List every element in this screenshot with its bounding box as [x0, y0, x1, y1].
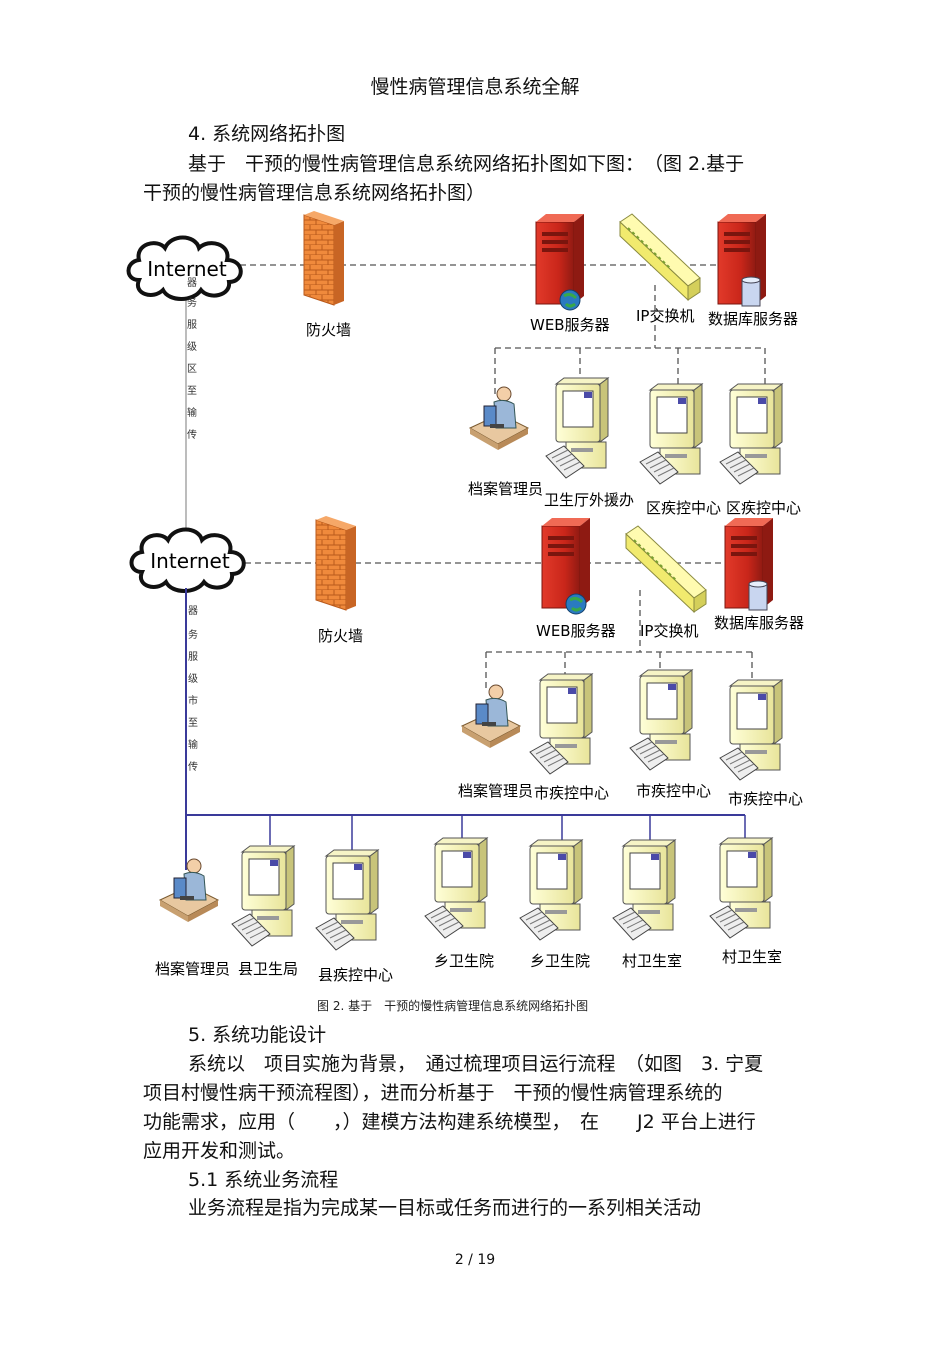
- svg-text:器: 器: [188, 605, 198, 617]
- page-number: 2 / 19: [454, 1252, 496, 1268]
- svg-text:务: 务: [187, 296, 197, 309]
- computer-icon: [424, 837, 488, 939]
- county-cdc-label: 县疾控中心: [318, 966, 393, 984]
- svg-text:服: 服: [187, 319, 197, 331]
- computer-icon: [719, 679, 783, 781]
- svg-text:级: 级: [187, 341, 197, 353]
- township-hospital-label: 乡卫生院: [530, 952, 590, 970]
- computer-icon: [612, 839, 676, 941]
- web-server-label: WEB服务器: [530, 316, 610, 334]
- section-4-heading: 4. 系统网络拓扑图: [188, 123, 346, 145]
- archivist-icon: [461, 684, 521, 749]
- district-cdc-label: 区疾控中心: [726, 499, 801, 517]
- city-cdc-label: 市疾控中心: [728, 790, 803, 808]
- svg-text:器: 器: [187, 277, 197, 289]
- firewall-label: 防火墙: [306, 321, 351, 339]
- bottom-vertical-link-label: 器 务 服 级 市 至 输 传: [188, 605, 198, 773]
- section-4-paragraph-line-1: 基于 干预的慢性病管理信息系统网络拓扑图如下图： （图 2.基于: [188, 153, 745, 175]
- village-clinic-label: 村卫生室: [722, 948, 782, 966]
- ip-switch-icon: [619, 213, 701, 301]
- computer-icon: [231, 845, 295, 947]
- svg-text:务: 务: [188, 628, 198, 641]
- svg-text:至: 至: [188, 717, 198, 729]
- ip-switch-icon: [625, 525, 707, 613]
- web-server-icon: [534, 212, 586, 312]
- database-server-icon: [724, 517, 774, 611]
- web-server-icon: [540, 516, 592, 616]
- city-cdc-label: 市疾控中心: [534, 784, 609, 802]
- dept-aid-office-label: 卫生厅外援办: [544, 491, 634, 509]
- section-4-paragraph-line-2: 干预的慢性病管理信息系统网络拓扑图）: [143, 182, 486, 204]
- svg-text:服: 服: [188, 651, 198, 663]
- firewall-icon: [303, 210, 345, 306]
- database-server-label: 数据库服务器: [714, 614, 804, 632]
- computer-icon: [545, 377, 609, 479]
- svg-text:至: 至: [187, 385, 197, 397]
- computer-icon: [519, 839, 583, 941]
- computer-icon: [709, 837, 773, 939]
- svg-text:传: 传: [188, 761, 198, 773]
- section-5-paragraph-line-1: 系统以 项目实施为背景， 通过梳理项目运行流程 （如图 3. 宁夏: [188, 1053, 764, 1075]
- svg-text:输: 输: [187, 406, 197, 419]
- computer-icon: [529, 673, 593, 775]
- internet-label: Internet: [150, 549, 230, 573]
- section-5-paragraph-line-4: 应用开发和测试。: [143, 1140, 296, 1162]
- svg-text:区: 区: [187, 363, 197, 375]
- database-server-label: 数据库服务器: [708, 310, 798, 328]
- ip-switch-label: IP交换机: [640, 622, 698, 640]
- section-5-1-heading: 5.1 系统业务流程: [188, 1169, 339, 1191]
- archivist-label: 档案管理员: [458, 782, 533, 800]
- computer-icon: [629, 669, 693, 771]
- figure-caption: 图 2. 基于 干预的慢性病管理信息系统网络拓扑图: [317, 999, 589, 1013]
- page-header: 慢性病管理信息系统全解: [370, 76, 580, 98]
- county-health-bureau-label: 县卫生局: [238, 960, 298, 978]
- computer-icon: [639, 383, 703, 485]
- computer-icon: [719, 383, 783, 485]
- city-cdc-label: 市疾控中心: [636, 782, 711, 800]
- internet-label: Internet: [147, 257, 227, 281]
- archivist-label: 档案管理员: [155, 960, 230, 978]
- section-5-1-paragraph-line-1: 业务流程是指为完成某一目标或任务而进行的一系列相关活动: [188, 1197, 702, 1219]
- database-server-icon: [717, 213, 767, 307]
- township-hospital-label: 乡卫生院: [434, 952, 494, 970]
- section-5-heading: 5. 系统功能设计: [188, 1024, 327, 1046]
- web-server-label: WEB服务器: [536, 622, 616, 640]
- computer-icon: [315, 849, 379, 951]
- village-clinic-label: 村卫生室: [622, 952, 682, 970]
- archivist-label: 档案管理员: [468, 480, 543, 498]
- section-5-paragraph-line-3: 功能需求，应用（ ，）建模方法构建系统模型， 在 J2 平台上进行: [143, 1111, 756, 1133]
- archivist-icon: [159, 858, 219, 923]
- firewall-icon: [315, 515, 357, 611]
- archivist-icon: [469, 386, 529, 451]
- firewall-label: 防火墙: [318, 627, 363, 645]
- svg-text:级: 级: [188, 673, 198, 685]
- svg-text:传: 传: [187, 429, 197, 441]
- svg-text:输: 输: [188, 738, 198, 751]
- section-5-paragraph-line-2: 项目村慢性病干预流程图），进而分析基于 干预的慢性病管理系统的: [143, 1082, 723, 1104]
- district-cdc-label: 区疾控中心: [646, 499, 721, 517]
- ip-switch-label: IP交换机: [636, 307, 694, 325]
- svg-text:市: 市: [188, 694, 198, 707]
- top-vertical-link-label: 器 务 服 级 区 至 输 传: [187, 277, 197, 441]
